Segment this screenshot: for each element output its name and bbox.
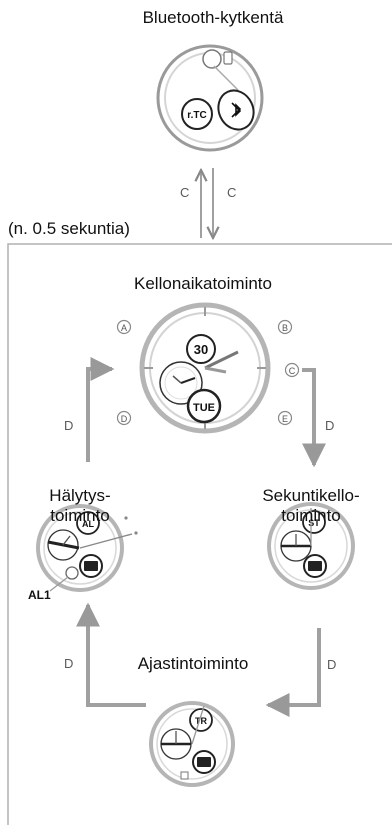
timer-mode-text: TR (195, 716, 207, 726)
timer-watch: TR (149, 701, 235, 787)
svg-text:E: E (282, 414, 288, 424)
bluetooth-mode-text: r.TC (187, 110, 206, 121)
hold-duration-note: (n. 0.5 sekuntia) (8, 219, 130, 238)
button-e: E (277, 410, 293, 426)
c-arrows (201, 168, 213, 238)
timer-mode-label: Ajastintoiminto (137, 654, 249, 673)
stopwatch-mode-label-line1: Sekuntikello- (262, 486, 360, 505)
button-b: B (277, 319, 293, 335)
button-c: C (284, 362, 300, 378)
d-cycle-arrows (76, 357, 326, 717)
stopwatch-mode-label-line2: toiminto (281, 506, 341, 525)
bluetooth-mode-label: Bluetooth-kytkentä (142, 8, 284, 27)
alarm-mode-text: AL (82, 519, 94, 529)
d-arrow-label-right: D (325, 418, 335, 433)
mode-area-frame (7, 243, 392, 825)
button-a: A (116, 319, 132, 335)
stopwatch-watch: ST (267, 502, 355, 590)
d-arrow-label-bottom-left: D (64, 656, 74, 671)
button-d: D (116, 410, 132, 426)
svg-text:D: D (121, 414, 128, 424)
phone-icon (223, 51, 233, 65)
svg-text:C: C (289, 366, 296, 376)
alarm-number-label: AL1 (28, 588, 51, 602)
weekday-display: TUE (193, 402, 215, 414)
svg-text:B: B (282, 323, 288, 333)
alarm-watch: AL (36, 504, 138, 592)
bluetooth-watch: r.TC (156, 44, 264, 152)
stopwatch-mode-text: ST (308, 518, 320, 528)
timekeeping-mode-label: Kellonaikatoiminto (134, 274, 272, 293)
d-arrow-label-bottom-right: D (327, 657, 337, 672)
d-arrow-label-left: D (64, 418, 74, 433)
date-display: 30 (194, 342, 208, 357)
svg-text:A: A (121, 323, 127, 333)
c-arrow-label-right: C (227, 185, 237, 200)
bluetooth-icon (217, 89, 255, 131)
c-arrow-label-left: C (180, 185, 190, 200)
alarm-mode-label-line1: Hälytys- (49, 486, 111, 505)
alarm-mode-label-line2: toiminto (50, 506, 110, 525)
timekeeping-watch: 30 TUE (139, 302, 271, 434)
